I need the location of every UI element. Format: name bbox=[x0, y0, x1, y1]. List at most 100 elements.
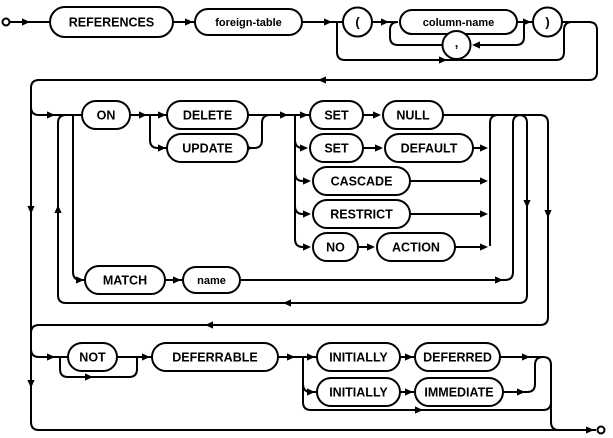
node-set-1-shape bbox=[309, 100, 364, 130]
arrowhead bbox=[27, 380, 35, 388]
arrowhead bbox=[173, 276, 181, 284]
arrowhead bbox=[300, 144, 308, 152]
initially-bypass bbox=[311, 401, 552, 411]
node-no: NO bbox=[312, 232, 359, 262]
node-on-label: ON bbox=[97, 109, 116, 123]
node-open-paren: ( bbox=[342, 6, 373, 38]
arrowhead bbox=[287, 353, 295, 361]
arrowhead bbox=[280, 111, 288, 119]
node-name: name bbox=[182, 266, 241, 294]
comma-loop-left bbox=[389, 21, 442, 46]
node-not-shape bbox=[67, 342, 118, 372]
arrowhead bbox=[523, 200, 531, 208]
arrowhead bbox=[415, 406, 423, 414]
node-deferred-label: DEFERRED bbox=[423, 351, 492, 365]
node-set-1: SET bbox=[309, 100, 364, 130]
comma-loop-right bbox=[480, 23, 525, 46]
node-default-label: DEFAULT bbox=[401, 142, 458, 156]
arrowhead bbox=[381, 18, 389, 26]
left-main-vertical bbox=[30, 88, 596, 431]
arrowhead bbox=[185, 18, 193, 26]
arrowhead bbox=[480, 144, 488, 152]
node-null-shape bbox=[382, 100, 444, 130]
node-initially-2-shape bbox=[316, 377, 401, 407]
node-restrict: RESTRICT bbox=[312, 199, 411, 229]
initially-branch-vertical bbox=[302, 358, 317, 411]
arrowhead bbox=[303, 210, 311, 218]
action-branch-stubs bbox=[303, 147, 306, 248]
arrowhead bbox=[480, 177, 488, 185]
column-list-bypass bbox=[336, 21, 573, 61]
arrowhead bbox=[405, 388, 413, 396]
node-action-shape bbox=[376, 232, 456, 262]
arrowhead bbox=[586, 426, 594, 434]
node-deferrable-label: DEFERRABLE bbox=[172, 351, 257, 365]
arrowhead bbox=[517, 388, 525, 396]
arrowhead bbox=[480, 210, 488, 218]
arrowhead bbox=[300, 111, 308, 119]
node-not-label: NOT bbox=[79, 351, 106, 365]
arrowhead bbox=[205, 321, 213, 329]
node-name-shape bbox=[182, 266, 241, 294]
node-set-2-shape bbox=[309, 133, 364, 163]
action-branch-vertical bbox=[294, 116, 304, 248]
node-references: REFERENCES bbox=[49, 6, 174, 38]
arrowhead bbox=[367, 243, 375, 251]
on-branch-vertical bbox=[130, 114, 167, 149]
update-out-line bbox=[248, 114, 271, 149]
loop-exit-line bbox=[30, 114, 549, 334]
node-immediate: IMMEDIATE bbox=[414, 377, 504, 407]
flow-lines bbox=[10, 21, 598, 431]
node-delete: DELETE bbox=[166, 100, 249, 130]
node-cascade: CASCADE bbox=[312, 166, 411, 196]
node-initially-1: INITIALLY bbox=[316, 342, 401, 372]
collector-v1 bbox=[489, 114, 499, 246]
arrowhead bbox=[375, 144, 383, 152]
arrowhead bbox=[283, 299, 291, 307]
node-deferrable: DEFERRABLE bbox=[151, 342, 279, 372]
arrowhead bbox=[495, 276, 503, 284]
arrowhead bbox=[139, 111, 147, 119]
arrowhead bbox=[47, 111, 55, 119]
node-on-shape bbox=[81, 100, 131, 130]
node-update-label: UPDATE bbox=[182, 142, 232, 156]
node-on: ON bbox=[81, 100, 131, 130]
deferred-out-line bbox=[500, 356, 560, 431]
node-initially-2: INITIALLY bbox=[316, 377, 401, 407]
node-no-shape bbox=[312, 232, 359, 262]
immediate-out-line bbox=[503, 356, 544, 393]
arrowhead bbox=[27, 206, 35, 214]
not-entry-line bbox=[30, 348, 68, 358]
arrowhead bbox=[522, 353, 530, 361]
node-not: NOT bbox=[67, 342, 118, 372]
node-restrict-shape bbox=[312, 199, 411, 229]
node-delete-shape bbox=[166, 100, 249, 130]
node-deferred: DEFERRED bbox=[414, 342, 501, 372]
node-foreign-table-label: foreign-table bbox=[215, 17, 282, 29]
arrowhead bbox=[303, 243, 311, 251]
node-deferrable-shape bbox=[151, 342, 279, 372]
node-column-name: column-name bbox=[399, 9, 518, 35]
match-out-line bbox=[240, 114, 522, 281]
arrowhead bbox=[307, 388, 315, 396]
node-null: NULL bbox=[382, 100, 444, 130]
arrowhead bbox=[54, 205, 62, 213]
node-close-paren: ) bbox=[532, 6, 563, 38]
row1-return-line bbox=[30, 21, 598, 89]
arrowhead bbox=[307, 353, 315, 361]
not-bypass bbox=[59, 358, 138, 378]
arrowhead bbox=[472, 41, 480, 49]
node-comma-shape bbox=[441, 30, 472, 60]
node-set-2: SET bbox=[309, 133, 364, 163]
node-deferred-shape bbox=[414, 342, 501, 372]
node-delete-label: DELETE bbox=[183, 109, 232, 123]
loop-entry-line bbox=[30, 106, 167, 116]
node-column-name-label: column-name bbox=[423, 17, 495, 29]
node-comma: , bbox=[441, 30, 472, 60]
arrowhead bbox=[439, 56, 447, 64]
node-restrict-label: RESTRICT bbox=[330, 208, 393, 222]
node-match-shape bbox=[84, 265, 166, 295]
node-default-shape bbox=[384, 133, 474, 163]
node-null-label: NULL bbox=[396, 109, 430, 123]
